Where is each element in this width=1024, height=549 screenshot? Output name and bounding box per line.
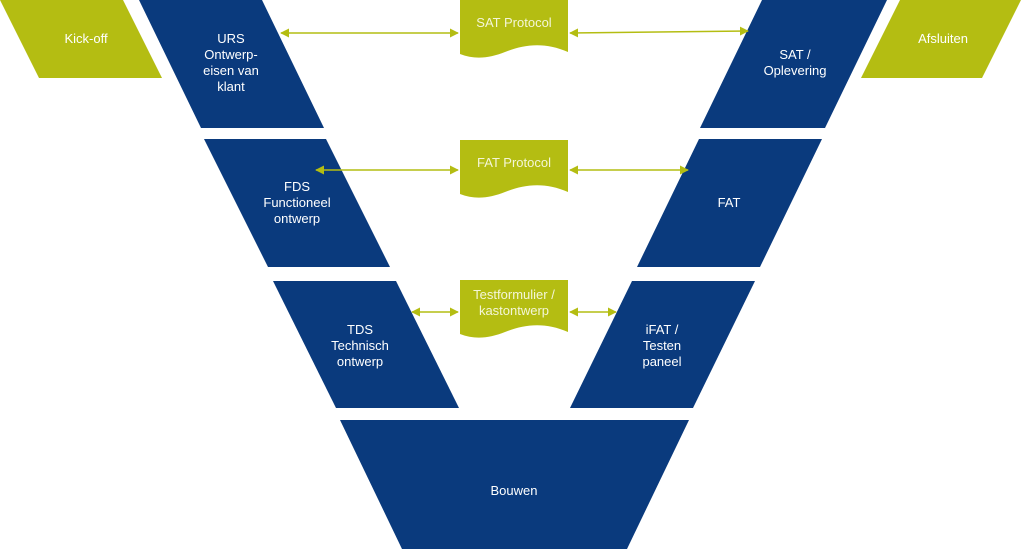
right-level-2-shape [637, 139, 822, 267]
right-level-3-shape [570, 281, 755, 408]
afsluiten-label: Afsluiten [918, 31, 968, 46]
doc-1-label: SAT Protocol [476, 15, 552, 30]
bouwen-shape [340, 420, 689, 549]
afsluiten-shape [861, 0, 1021, 78]
doc-3-label: Testformulier / kastontwerp [473, 287, 555, 318]
doc-1-shape [460, 0, 568, 58]
doc-2-shape [460, 140, 568, 198]
left-level-2-shape [204, 139, 390, 267]
right-level-1-label: SAT / Oplevering [763, 47, 827, 78]
doc-2-label: FAT Protocol [477, 155, 551, 170]
doc-3-shape [460, 280, 568, 338]
kickoff-label: Kick-off [64, 31, 108, 46]
left-level-3-shape [273, 281, 459, 408]
left-level-1-shape [139, 0, 324, 128]
left-level-3-label: TDS Technisch ontwerp [331, 322, 389, 369]
left-level-1-label: URS Ontwerp- eisen van klant [203, 31, 259, 94]
connector-arrow [569, 26, 749, 38]
kickoff-shape [0, 0, 162, 78]
bouwen-label: Bouwen [490, 483, 538, 498]
right-level-2-label: FAT [717, 195, 741, 210]
right-level-3-label: iFAT / Testen paneel [642, 322, 682, 369]
left-level-2-label: FDS Functioneel ontwerp [263, 179, 331, 226]
